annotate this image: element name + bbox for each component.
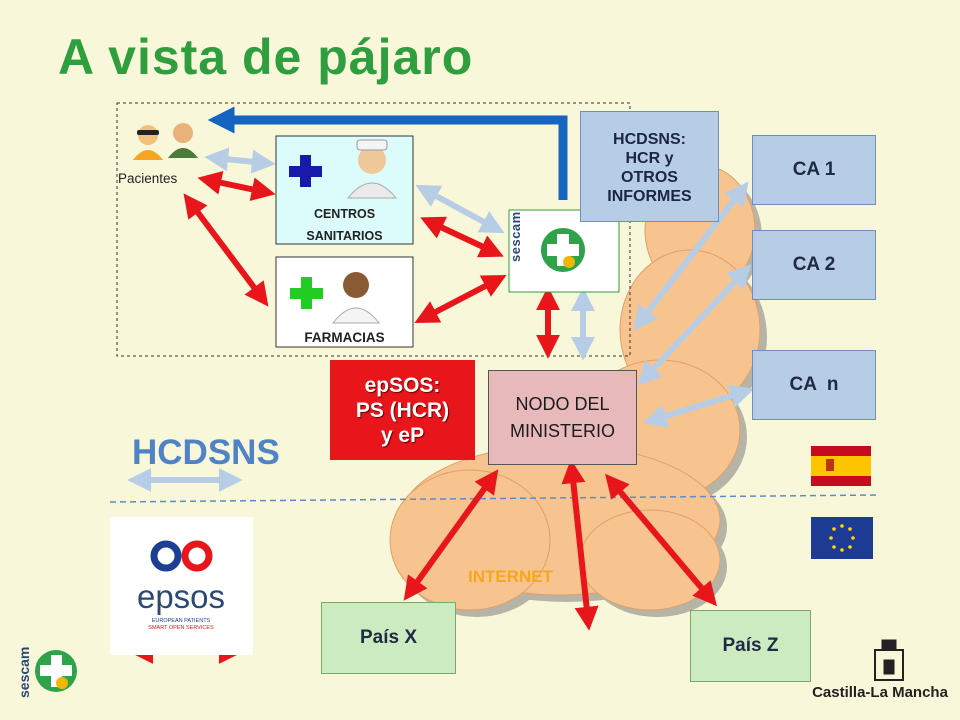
eu-flag-icon <box>811 517 873 559</box>
castilla-la-mancha-emblem-icon <box>874 639 904 681</box>
regional-boundary <box>116 102 631 357</box>
internet-label: INTERNET <box>468 567 553 586</box>
epsos-logo-text: epsos <box>137 578 225 615</box>
centros-label-line1: CENTROS <box>313 207 376 221</box>
sescam-logo-icon: sescam <box>508 211 585 272</box>
pharmacist-icon <box>331 272 381 324</box>
arrow-can-blue <box>642 384 755 428</box>
pacientes-label: Pacientes <box>118 171 178 186</box>
sescam-footer-logo-icon: sescam <box>16 647 77 698</box>
arrow-pacientes-centros-red <box>197 170 276 202</box>
epsos-red-line3: y eP <box>380 423 425 447</box>
farmacias-label: FARMACIAS <box>304 330 385 345</box>
green-cross-icon <box>290 277 323 309</box>
hcdsns-box-line1: HCDSNS: <box>613 130 686 148</box>
ca-2-box: CA 2 <box>752 230 876 300</box>
arrow-farmacias-sescam-red <box>414 275 507 323</box>
svg-text:sescam: sescam <box>508 211 523 262</box>
epsos-logo-sub1: EUROPEAN PATIENTS <box>152 618 211 624</box>
ca-n-box: CA n <box>752 350 876 420</box>
svg-text:sescam: sescam <box>16 647 32 698</box>
epsos-red-line2: PS (HCR) <box>355 398 450 422</box>
castilla-la-mancha-text: Castilla-La Mancha <box>812 684 949 701</box>
arrow-pacientes-farmacias-red <box>183 193 269 307</box>
pacientes-icon <box>133 123 198 160</box>
arrow-nodo-paisz <box>605 473 717 607</box>
nodo-line2: MINISTERIO <box>509 420 615 441</box>
hcdsns-box-line2: HCR y <box>625 149 674 167</box>
centros-label-line2: SANITARIOS <box>306 229 383 243</box>
arrow-nodo-paisx <box>403 469 499 601</box>
epsos-red-line1: epSOS: <box>364 373 441 397</box>
arrow-centros-sescam-red <box>420 216 504 258</box>
epsos-infinity-icon <box>150 540 213 572</box>
page-title: A vista de pájaro <box>58 29 474 85</box>
pais-z-box: País Z <box>690 610 811 682</box>
ca-1-box: CA 1 <box>752 135 876 205</box>
hcdsns-box-line4: INFORMES <box>607 187 692 205</box>
farmacias-box <box>275 256 414 348</box>
nodo-ministerio-box: NODO DEL MINISTERIO <box>488 370 637 465</box>
epsos-logo-box <box>110 517 253 655</box>
epsos-ps-ep-box: epSOS: PS (HCR) y eP <box>330 360 475 460</box>
epsos-logo-sub2: SMART OPEN SERVICES <box>148 625 214 631</box>
pais-x-box: País X <box>321 602 456 674</box>
arrow-ca2-blue <box>637 264 752 386</box>
arrow-pacientes-centros-blue <box>204 147 276 174</box>
doctor-icon <box>346 139 398 199</box>
hcdsns-title: HCDSNS <box>132 433 280 472</box>
hcdsns-informes-box: HCDSNS: HCR y OTROS INFORMES <box>580 111 719 222</box>
arrow-nodo-internet <box>561 459 599 631</box>
arrow-sescam-to-pacientes <box>207 106 568 200</box>
hcdsns-box-line3: OTROS <box>621 168 678 186</box>
blue-cross-icon <box>289 155 322 187</box>
centros-box <box>275 135 414 245</box>
nodo-line1: NODO DEL <box>515 393 610 414</box>
spain-flag-icon <box>811 446 871 486</box>
